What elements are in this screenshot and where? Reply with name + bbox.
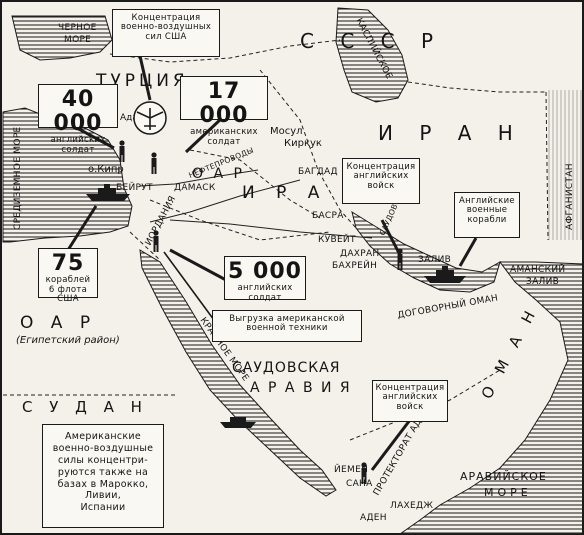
note-l7: Испании: [80, 502, 126, 514]
label-mediterranean: СРЕДИЗЕМНОЕ МОРЕ: [13, 126, 23, 230]
label-persian-gulf: ЗАЛИВ: [418, 255, 451, 265]
place-lahej: ЛАХЕДЖ: [390, 501, 433, 511]
place-jordan: ИОРДАНИЯ: [144, 195, 178, 248]
callout-us-75-l2: 6 флота США: [48, 284, 88, 304]
place-basra: БАСРА: [312, 211, 344, 221]
place-dhahran: ДАХРАН: [340, 249, 380, 259]
place-cyprus: о.Кипр: [88, 164, 124, 175]
callout-uk-troops-aden: Концентрация английских войск: [372, 380, 448, 422]
place-trucial-oman: ДОГОВОРНЫЙ ОМАН: [396, 291, 498, 321]
note-l2: военно-воздушные: [52, 442, 154, 454]
label-black-sea-1: ЧЕРНОЕ: [58, 23, 97, 33]
label-uar-south: О А Р: [20, 313, 96, 333]
place-sana: САНА: [346, 479, 373, 489]
callout-uk-40000-l2: солдат: [61, 144, 95, 155]
ship-icon-med: [86, 184, 130, 201]
callout-us-75-number: 75: [51, 251, 85, 276]
callout-us-17000: 17 000 американских солдат: [180, 76, 268, 147]
red-sea: [139, 249, 337, 497]
label-oman: О М А Н: [478, 303, 542, 402]
callout-uk-ships: Английские военные корабли: [454, 192, 520, 238]
callout-us-75-l1: кораблей: [45, 275, 91, 286]
borders: [3, 39, 549, 441]
note-box: Американские военно-воздушные силы конце…: [42, 424, 164, 528]
callout-us-unloading: Выгрузка американской военной техники: [212, 310, 362, 342]
label-arabian-sea-1: АРАВИЙСКОЕ: [460, 470, 547, 483]
callout-uk-troops-gulf: Концентрация английских войск: [342, 158, 420, 204]
label-saudi-1: САУДОВСКАЯ: [232, 360, 340, 376]
soldier-icon-jordan: [153, 230, 159, 252]
callout-uk-ships-l3: корабли: [467, 214, 507, 225]
callout-uk-ships-l2: военные: [466, 205, 508, 216]
label-arabian-sea-2: МОРЕ: [484, 486, 532, 499]
arabian-sea: [398, 261, 584, 535]
callout-uk-40000-l1: английских: [50, 135, 106, 146]
callout-uk-aden-l2: английских: [382, 392, 438, 403]
note-l1: Американские: [64, 431, 142, 442]
label-saudi-2: А Р А В И Я: [250, 380, 352, 396]
place-bahrain: БАХРЕЙН: [332, 259, 377, 271]
soldier-icon-gulf: [397, 248, 403, 270]
ship-icon-red-sea: [220, 417, 256, 428]
label-sudan: С У Д А Н: [22, 398, 148, 416]
place-baghdad: БАГДАД: [298, 167, 338, 177]
note-l3: силы концентри-: [58, 454, 148, 466]
callout-uk-40000-number: 40 000: [53, 87, 103, 137]
soldier-icons: [119, 140, 403, 484]
callout-us-air-l3: сил США: [145, 31, 187, 42]
callout-us-17000-l1: американских: [190, 127, 258, 138]
label-oman-gulf-1: АМАНСКИЙ: [510, 263, 565, 275]
label-iran: И Р А Н: [378, 121, 523, 145]
callout-uk-aden-l3: войск: [396, 401, 424, 412]
callout-uk-aden-l1: Концентрация: [375, 383, 445, 393]
callout-uk-5000: 5 000 английских солдат: [224, 256, 306, 303]
pipelines: [139, 169, 373, 239]
label-uar-north: О А Р: [192, 166, 245, 182]
note-l6: Ливии,: [84, 490, 122, 502]
label-ussr: С С С Р: [300, 29, 443, 53]
callout-uk-gulf-l2: английских: [353, 171, 409, 182]
black-sea: [11, 15, 113, 61]
callout-us-75-ships: 75 кораблей 6 флота США: [38, 248, 98, 303]
callout-uk-40000: 40 000 английских солдат: [38, 84, 118, 155]
place-kirkuk: Киркук: [284, 138, 322, 149]
label-black-sea-2: МОРЕ: [64, 35, 91, 45]
aircraft-icon: [136, 108, 164, 130]
label-afghanistan: АФГАНИСТАН: [565, 163, 575, 230]
label-uar-egypt: (Египетский район): [16, 335, 120, 346]
place-damascus: ДАМАСК: [174, 183, 216, 193]
callout-us-air-force: Концентрация военно-воздушных сил США: [112, 9, 220, 57]
place-yemen: ЙЕМЕН: [334, 463, 368, 475]
soldier-icon-turkey: [119, 140, 125, 162]
callout-us-air-l1: Концентрация: [131, 13, 201, 23]
callout-uk-5000-l1: английских: [237, 283, 293, 294]
place-aden: АДЕН: [360, 513, 387, 523]
soldier-icon-syria: [151, 152, 157, 174]
callout-uk-5000-l2: солдат: [248, 292, 282, 303]
caspian-sea: [335, 7, 409, 103]
note-l4: руются также на: [57, 466, 149, 478]
callout-uk-5000-number: 5 000: [228, 259, 302, 284]
place-mosul: Мосул: [270, 126, 303, 137]
ship-icon-gulf: [424, 266, 466, 283]
ship-icons: [86, 184, 466, 428]
persian-gulf: [351, 210, 501, 293]
note-l5: базах в Марокко,: [57, 478, 149, 490]
callout-us-unloading-l1: Выгрузка американской: [229, 314, 345, 324]
place-beirut: БЕЙРУТ: [116, 181, 153, 193]
callout-us-unloading-l2: военной техники: [246, 323, 328, 334]
callout-us-17000-number: 17 000: [199, 79, 249, 129]
label-oman-gulf-2: ЗАЛИВ: [526, 277, 559, 287]
label-iraq: И Р А К: [242, 183, 361, 203]
callout-uk-gulf-l3: войск: [367, 180, 395, 191]
callout-us-air-l2: военно-воздушных: [120, 22, 212, 33]
callout-us-17000-l2: солдат: [207, 136, 241, 147]
callout-uk-gulf-l1: Концентрация: [346, 162, 416, 172]
callout-uk-ships-l1: Английские: [459, 196, 515, 206]
afghanistan-hatch: [546, 90, 582, 240]
place-kuwait: КУВЕЙТ: [318, 233, 356, 245]
soldier-icon-aden: [361, 462, 367, 484]
